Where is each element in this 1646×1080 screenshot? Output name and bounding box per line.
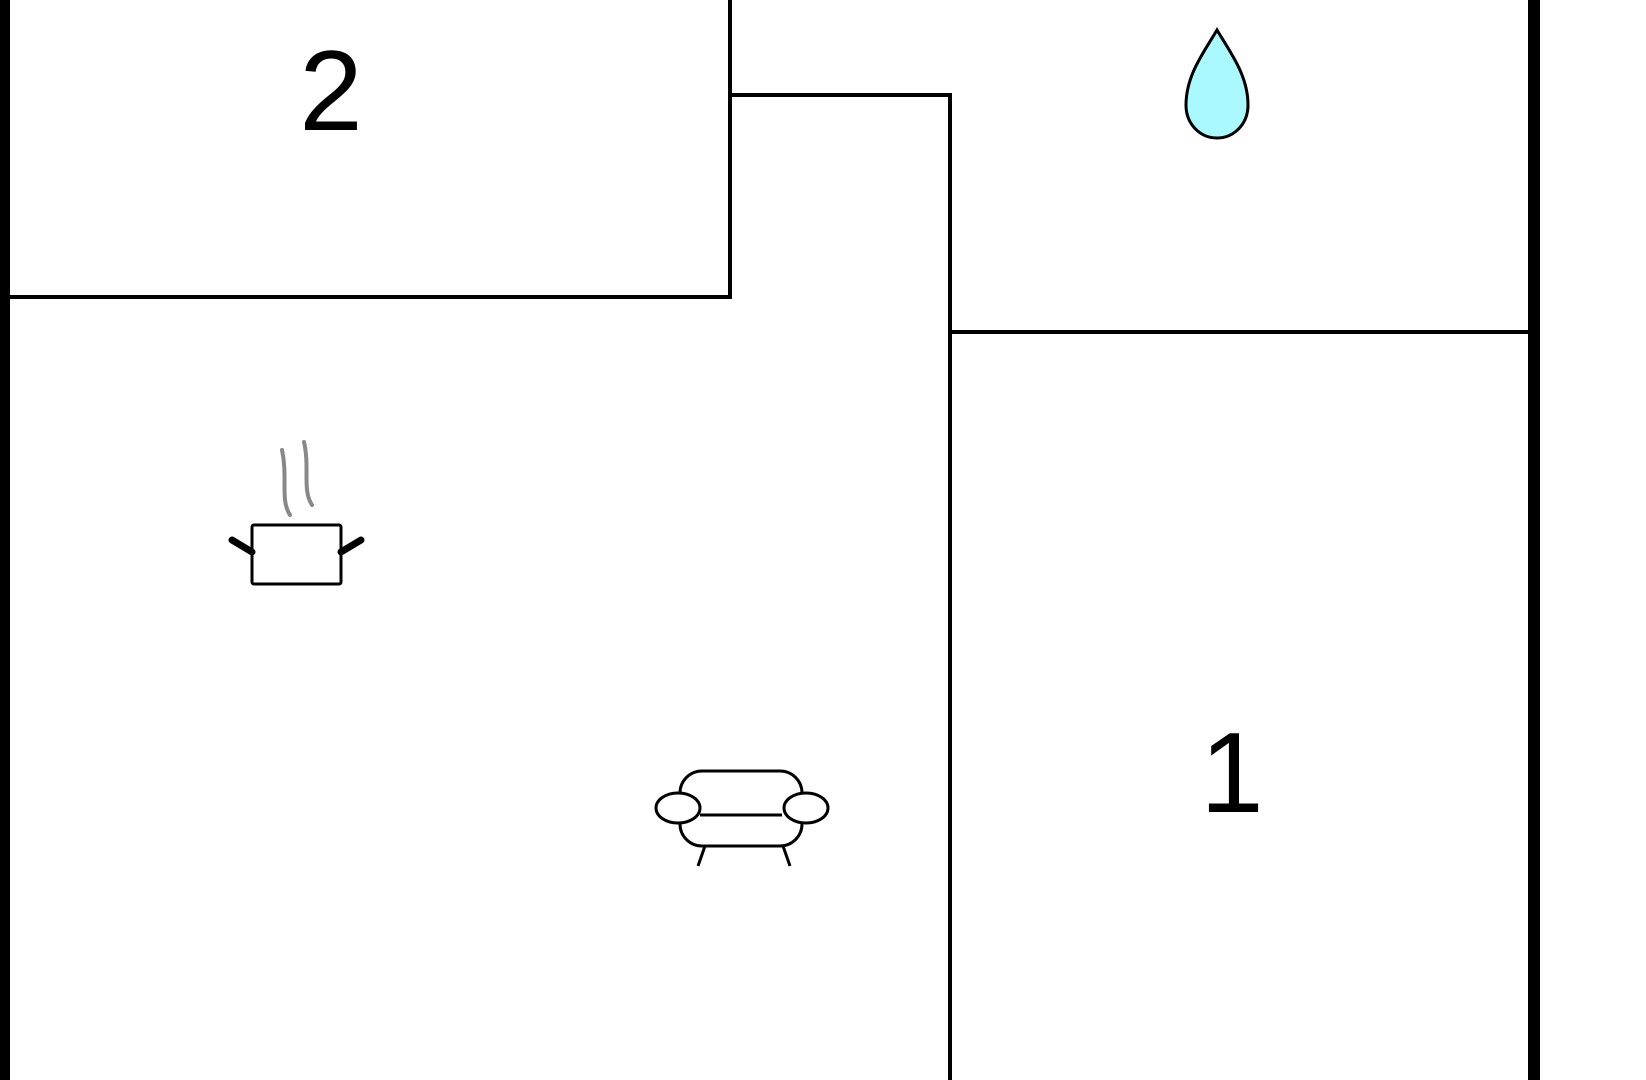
room-label-bedroom-2: 2 bbox=[299, 28, 362, 155]
sofa-icon bbox=[654, 769, 830, 867]
room-label-bedroom-1: 1 bbox=[1200, 710, 1263, 837]
wall-bedroom-2 bbox=[8, 0, 732, 299]
wall-corridor-step bbox=[728, 93, 952, 1080]
cooking-pot-icon bbox=[228, 440, 365, 586]
water-drop-icon bbox=[1184, 27, 1250, 140]
